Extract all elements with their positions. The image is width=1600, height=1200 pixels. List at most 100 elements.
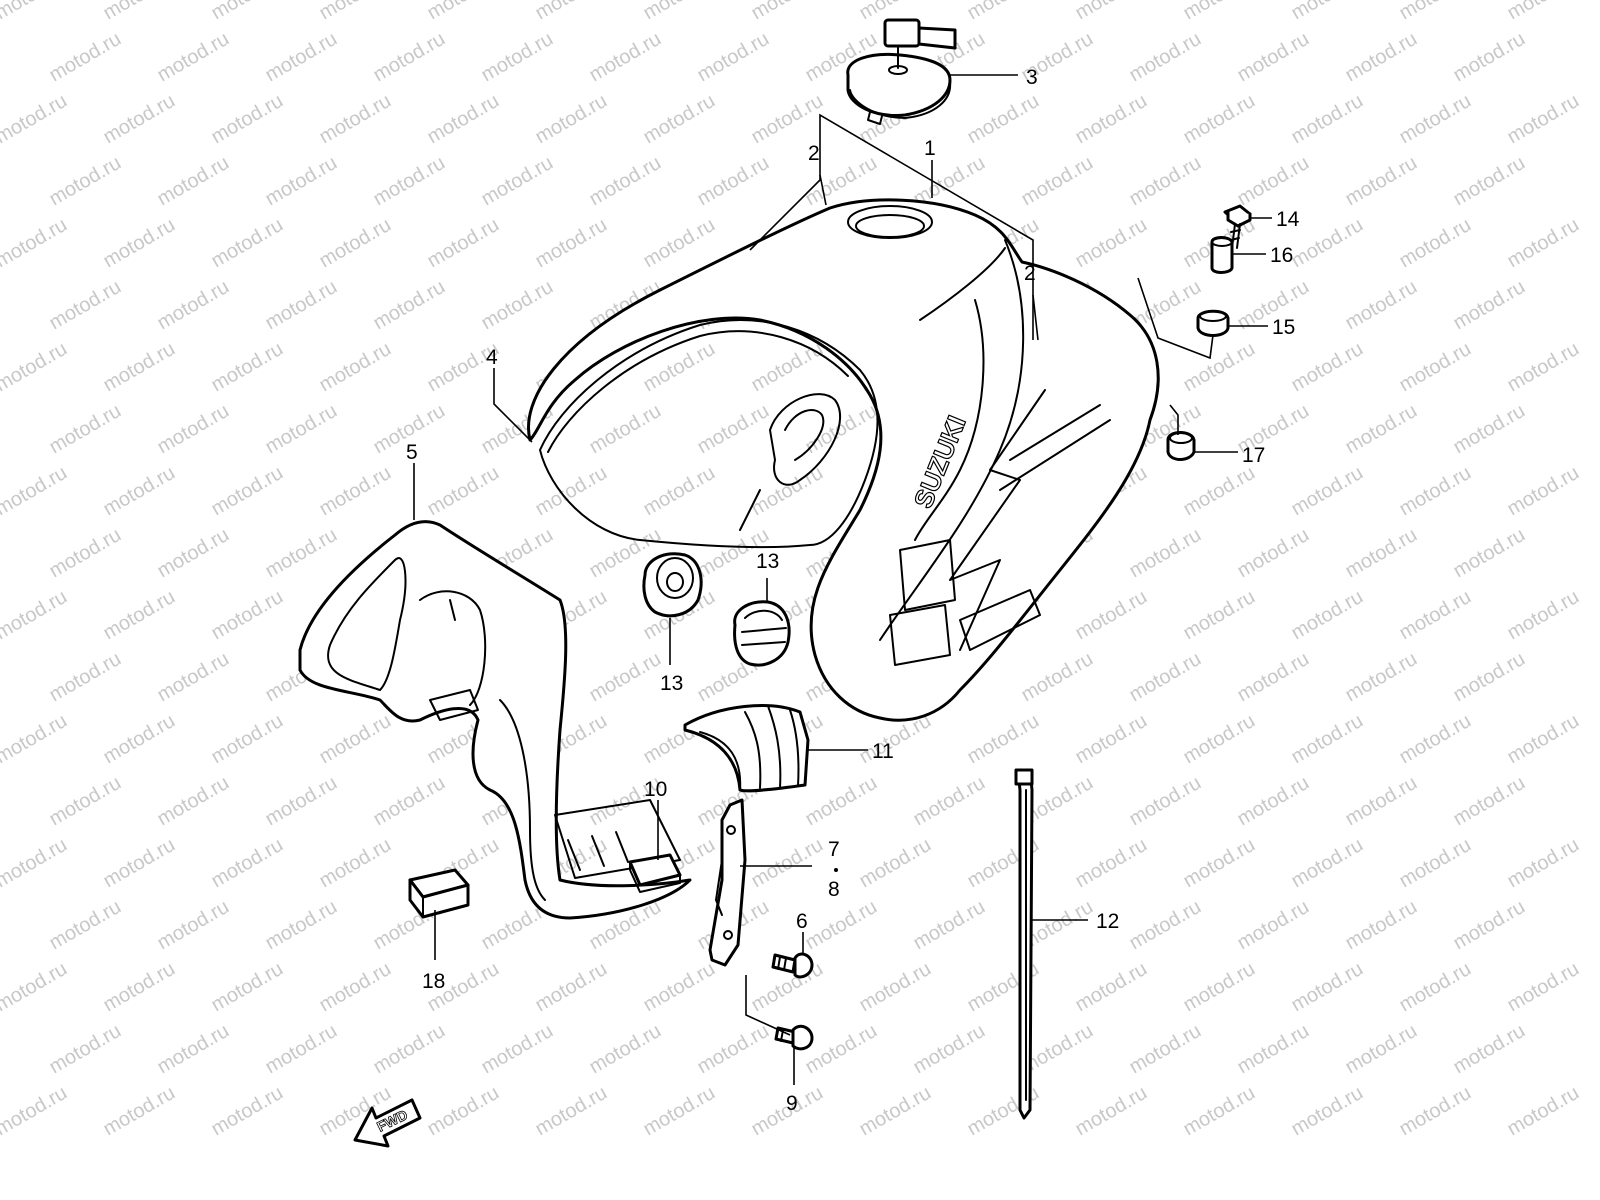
watermark-text: motod.ru	[1504, 586, 1583, 645]
watermark-text: motod.ru	[154, 524, 233, 583]
watermark-text: motod.ru	[46, 772, 125, 831]
watermark-text: motod.ru	[1288, 338, 1367, 397]
watermark-text: motod.ru	[424, 90, 503, 149]
callout-1: 1	[924, 137, 936, 160]
watermark-text: motod.ru	[748, 0, 827, 24]
watermark-text: motod.ru	[748, 338, 827, 397]
watermark-text: motod.ru	[1450, 152, 1529, 211]
watermark-text: motod.ru	[1396, 90, 1475, 149]
watermark-text: motod.ru	[1342, 772, 1421, 831]
callout-3: 3	[1026, 66, 1038, 89]
separator-dot	[834, 868, 838, 872]
watermark-text: motod.ru	[208, 214, 287, 273]
watermark-text: motod.ru	[1234, 896, 1313, 955]
bolt-9	[774, 1024, 814, 1051]
watermark-text: motod.ru	[0, 710, 71, 769]
watermark-text: motod.ru	[1180, 338, 1259, 397]
watermark-text: motod.ru	[1072, 586, 1151, 645]
callout-2-left: 2	[808, 142, 820, 165]
watermark-text: motod.ru	[208, 338, 287, 397]
watermark-text: motod.ru	[262, 28, 341, 87]
watermark-text: motod.ru	[262, 276, 341, 335]
watermark-text: motod.ru	[46, 1020, 125, 1079]
callout-14: 14	[1276, 208, 1300, 231]
watermark-text: motod.ru	[1450, 276, 1529, 335]
watermark-text: motod.ru	[1396, 0, 1475, 24]
watermark-text: motod.ru	[370, 28, 449, 87]
watermark-text: motod.ru	[0, 1082, 71, 1141]
watermark-text: motod.ru	[910, 1020, 989, 1079]
watermark-text: motod.ru	[0, 958, 71, 1017]
watermark-text: motod.ru	[154, 648, 233, 707]
watermark-text: motod.ru	[1180, 90, 1259, 149]
watermark-text: motod.ru	[208, 586, 287, 645]
watermark-text: motod.ru	[640, 1082, 719, 1141]
watermark-text: motod.ru	[1504, 834, 1583, 893]
watermark-text: motod.ru	[532, 90, 611, 149]
watermark-text: motod.ru	[0, 0, 71, 24]
leader-lines	[413, 74, 1272, 1085]
watermark-text: motod.ru	[424, 1082, 503, 1141]
watermark-text: motod.ru	[0, 338, 71, 397]
watermark-text: motod.ru	[100, 90, 179, 149]
watermark-text: motod.ru	[1072, 90, 1151, 149]
watermark-text: motod.ru	[1342, 276, 1421, 335]
watermark-text: motod.ru	[1072, 1082, 1151, 1141]
watermark-text: motod.ru	[1288, 958, 1367, 1017]
watermark-text: motod.ru	[1342, 524, 1421, 583]
watermark-text: motod.ru	[1234, 28, 1313, 87]
watermark-text: motod.ru	[640, 90, 719, 149]
fuel-cap	[846, 18, 957, 125]
watermark-text: motod.ru	[964, 710, 1043, 769]
watermark-text: motod.ru	[694, 1020, 773, 1079]
watermark-text: motod.ru	[46, 648, 125, 707]
tank-bracket	[708, 798, 747, 967]
watermark-text: motod.ru	[154, 896, 233, 955]
watermark-text: motod.ru	[100, 0, 179, 24]
fuel-tank: SUZUKI	[527, 198, 1160, 722]
watermark-text: motod.ru	[1234, 524, 1313, 583]
watermark-text: motod.ru	[1126, 524, 1205, 583]
watermark-text: motod.ru	[586, 648, 665, 707]
watermark-text: motod.ru	[1504, 710, 1583, 769]
watermark-text: motod.ru	[316, 214, 395, 273]
watermark-text: motod.ru	[1450, 28, 1529, 87]
watermark-text: motod.ru	[100, 214, 179, 273]
watermark-text: motod.ru	[802, 400, 881, 459]
watermark-text: motod.ru	[910, 772, 989, 831]
watermark-text: motod.ru	[100, 338, 179, 397]
watermark-text: motod.ru	[856, 958, 935, 1017]
watermark-text: motod.ru	[1342, 648, 1421, 707]
callout-17: 17	[1242, 444, 1265, 467]
watermark-text: motod.ru	[1288, 214, 1367, 273]
watermark-text: motod.ru	[154, 28, 233, 87]
watermark-text: motod.ru	[1126, 896, 1205, 955]
callout-13-lower: 13	[660, 672, 683, 695]
watermark-text: motod.ru	[0, 90, 71, 149]
watermark-text: motod.ru	[100, 1082, 179, 1141]
callout-15: 15	[1272, 316, 1295, 339]
watermark-text: motod.ru	[1288, 1082, 1367, 1141]
watermark-text: motod.ru	[586, 1020, 665, 1079]
watermark-text: motod.ru	[316, 958, 395, 1017]
watermark-text: motod.ru	[586, 28, 665, 87]
watermark-text: motod.ru	[1288, 586, 1367, 645]
callout-13-upper: 13	[756, 550, 779, 573]
watermark-text: motod.ru	[100, 834, 179, 893]
watermark-text: motod.ru	[1504, 90, 1583, 149]
callout-10: 10	[644, 778, 667, 801]
watermark-text: motod.ru	[694, 28, 773, 87]
watermark-text: motod.ru	[46, 896, 125, 955]
watermark-text: motod.ru	[1072, 958, 1151, 1017]
watermark-text: motod.ru	[1126, 1020, 1205, 1079]
watermark-text: motod.ru	[1072, 214, 1151, 273]
watermark-text: motod.ru	[46, 28, 125, 87]
watermark-text: motod.ru	[1342, 152, 1421, 211]
watermark-text: motod.ru	[1234, 772, 1313, 831]
watermark-text: motod.ru	[802, 896, 881, 955]
watermark-text: motod.ru	[1072, 0, 1151, 24]
watermark-text: motod.ru	[1180, 958, 1259, 1017]
watermark-text: motod.ru	[370, 1020, 449, 1079]
watermark-text: motod.ru	[154, 276, 233, 335]
